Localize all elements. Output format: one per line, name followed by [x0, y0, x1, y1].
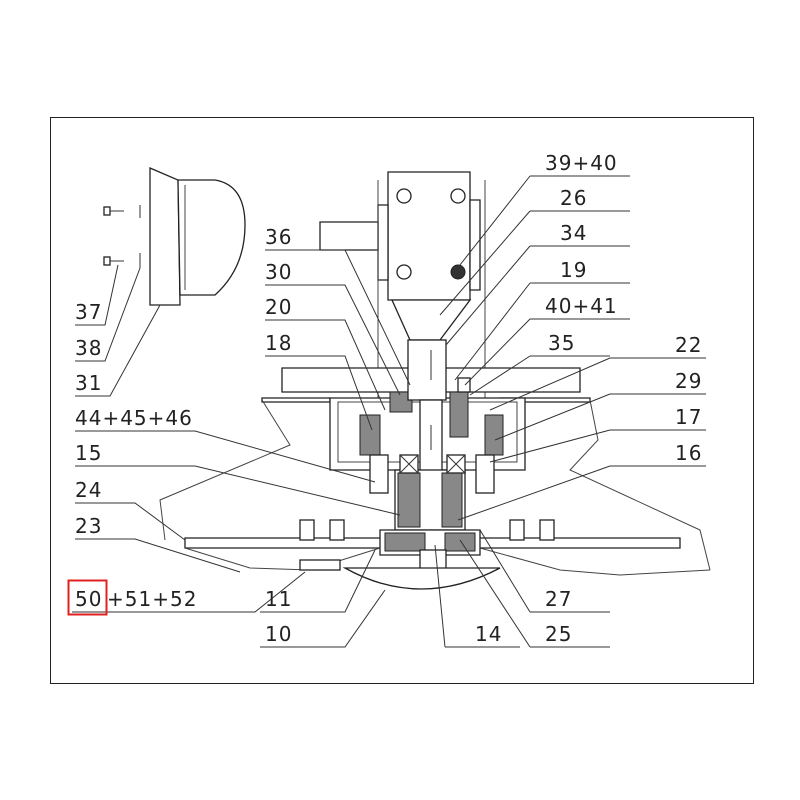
label-11: 11 [265, 587, 292, 611]
label-38: 38 [75, 336, 102, 360]
label-24: 24 [75, 478, 102, 502]
label-25: 25 [545, 622, 572, 646]
label-19: 19 [560, 258, 587, 282]
label-26: 26 [560, 186, 587, 210]
leader-lines [72, 175, 706, 648]
label-29: 29 [675, 369, 702, 393]
drive-shaft [394, 339, 466, 541]
label-35: 35 [548, 331, 575, 355]
diagram-frame [50, 117, 754, 684]
label-17: 17 [675, 405, 702, 429]
label-39-40: 39+40 [545, 151, 618, 175]
label-18: 18 [265, 331, 292, 355]
housing-bolts [369, 377, 495, 494]
label-40-41: 40+41 [545, 294, 618, 318]
label-22: 22 [675, 333, 702, 357]
label-27: 27 [545, 587, 572, 611]
blade-disc [184, 519, 711, 590]
label-37: 37 [75, 300, 102, 324]
label-34: 34 [560, 221, 587, 245]
label-50: 50 [75, 587, 102, 611]
label-30: 30 [265, 260, 292, 284]
label-15: 15 [75, 441, 102, 465]
label-14: 14 [475, 622, 502, 646]
bolt-part-37 [103, 205, 141, 218]
label-31: 31 [75, 371, 102, 395]
cover-part-31 [149, 167, 246, 306]
label-51-52: +51+52 [107, 587, 197, 611]
label-16: 16 [675, 441, 702, 465]
label-44-45-46: 44+45+46 [75, 406, 193, 430]
label-10: 10 [265, 622, 292, 646]
gearbox-housing [319, 171, 486, 400]
label-23: 23 [75, 514, 102, 538]
label-20: 20 [265, 295, 292, 319]
label-36: 36 [265, 225, 292, 249]
bolt-part-38 [103, 253, 141, 268]
highlight-box [67, 579, 108, 616]
